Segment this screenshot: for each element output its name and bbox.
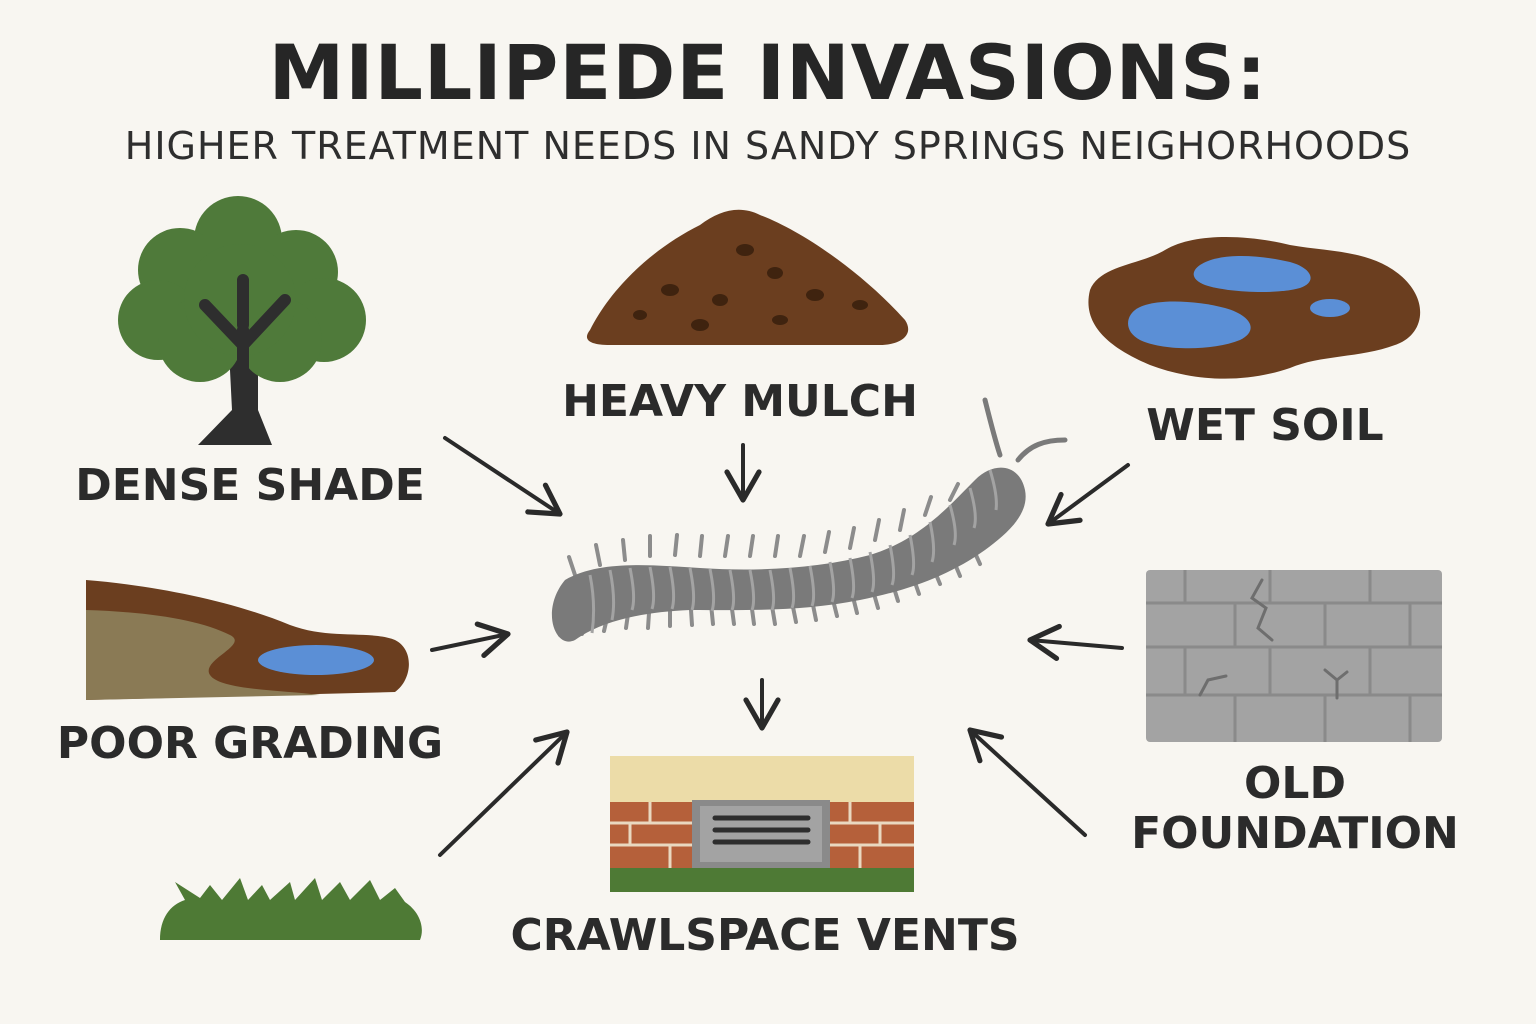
millipede-icon	[551, 397, 1068, 642]
arrow-dense-shade	[443, 436, 563, 517]
label-dense-shade: DENSE SHADE	[75, 460, 425, 511]
arrow-old-foundation	[1027, 623, 1124, 661]
sloped-ground-icon	[86, 580, 409, 700]
arrow-wet-soil	[1045, 463, 1130, 527]
grass-icon	[160, 878, 422, 940]
page-title: MILLIPEDE INVASIONS:	[268, 28, 1268, 117]
crawlspace-vent-icon	[610, 756, 914, 892]
arrow-grass	[438, 729, 570, 857]
arrow-crawlspace-right	[967, 727, 1087, 837]
label-old-foundation-line1: OLD	[1244, 758, 1346, 809]
label-wet-soil: WET SOIL	[1146, 400, 1384, 451]
label-poor-grading: POOR GRADING	[56, 718, 444, 769]
label-crawlspace-vents: CRAWLSPACE VENTS	[510, 910, 1020, 961]
tree-icon	[118, 196, 366, 445]
mulch-pile-icon	[586, 209, 909, 345]
label-old-foundation-line2: FOUNDATION	[1131, 808, 1459, 859]
label-heavy-mulch: HEAVY MULCH	[562, 376, 918, 427]
page-subtitle: HIGHER TREATMENT NEEDS IN SANDY SPRINGS …	[124, 124, 1412, 168]
wet-soil-icon	[1088, 236, 1421, 379]
cracked-wall-icon	[1146, 570, 1442, 742]
arrow-poor-grading	[430, 621, 511, 659]
